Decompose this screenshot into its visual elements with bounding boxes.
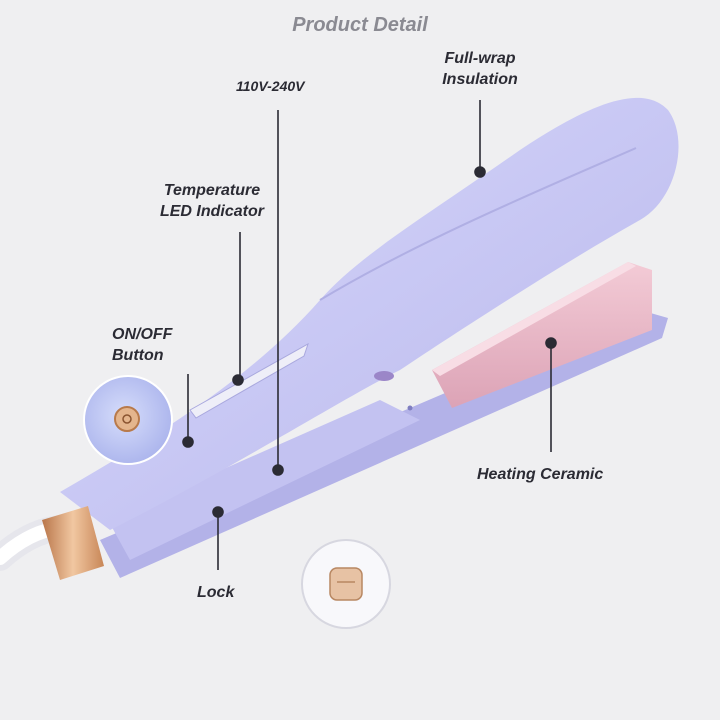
- callout-voltage: 110V-240V: [236, 78, 305, 94]
- callout-temperature: Temperature LED Indicator: [150, 180, 274, 222]
- upper-arm: [60, 97, 679, 530]
- page-title: Product Detail: [292, 14, 428, 36]
- callout-onoff-line1: ON/OFF: [112, 326, 173, 343]
- callout-insulation-line1: Full-wrap: [444, 50, 516, 67]
- ceramic-plate: [432, 262, 652, 408]
- callout-temperature-line2: LED Indicator: [159, 203, 264, 220]
- callout-insulation: Full-wrap Insulation: [416, 48, 544, 90]
- callout-dot-heating: [545, 337, 557, 349]
- power-button-icon: [114, 406, 140, 432]
- callout-dot-lock: [212, 506, 224, 518]
- callout-onoff: ON/OFF Button: [112, 324, 172, 366]
- lock-switch-icon: [329, 567, 363, 601]
- callout-lock: Lock: [197, 584, 235, 601]
- callout-temperature-line1: Temperature: [163, 182, 261, 199]
- callout-onoff-line2: Button: [112, 347, 164, 364]
- callout-insulation-line2: Insulation: [442, 71, 518, 88]
- callout-dot-onoff: [182, 436, 194, 448]
- callout-heating: Heating Ceramic: [477, 466, 604, 483]
- callout-dot-voltage: [272, 464, 284, 476]
- gold-cap: [42, 506, 104, 580]
- callout-dot-insulation: [474, 166, 486, 178]
- callout-dot-temperature: [232, 374, 244, 386]
